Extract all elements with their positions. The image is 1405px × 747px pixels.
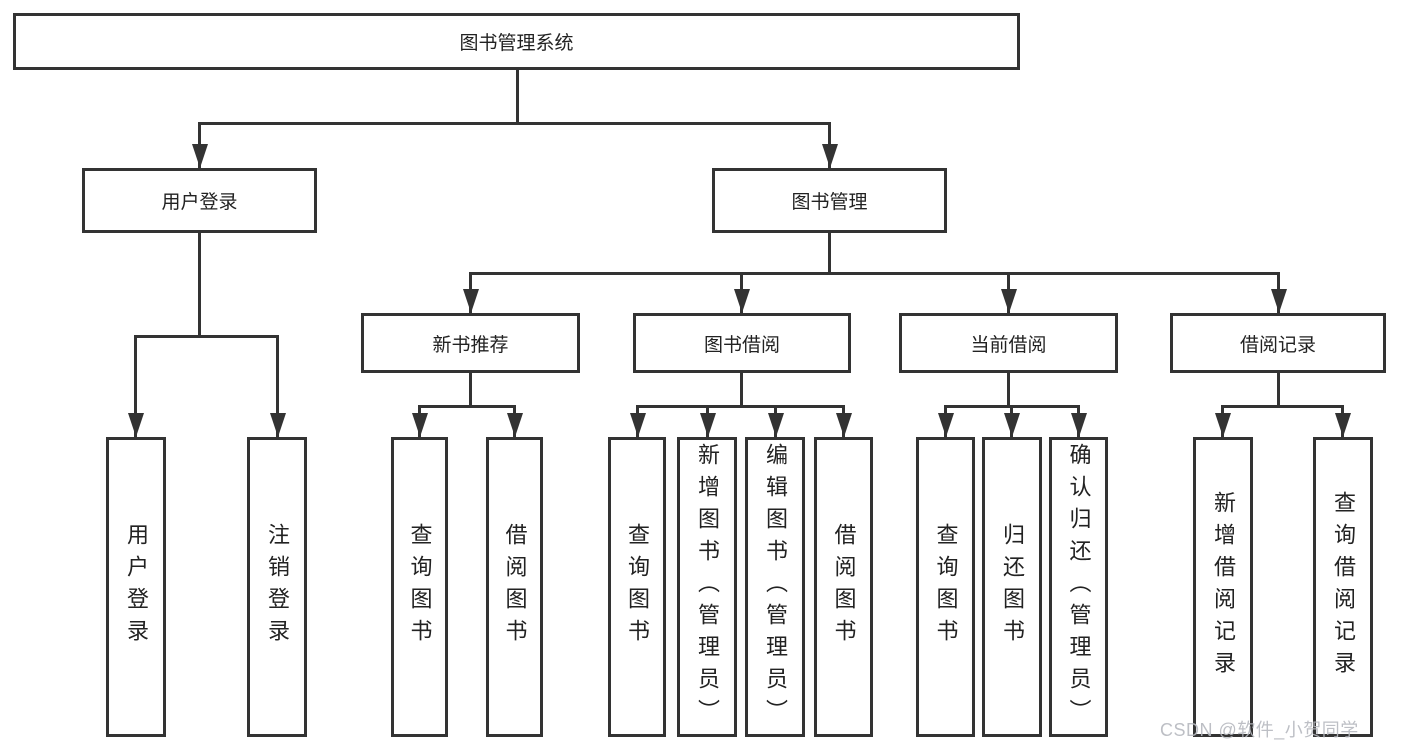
arrow-down-icon [270, 413, 286, 437]
connector-line [1277, 373, 1280, 405]
leaf-logout: 注销登录 [247, 437, 307, 737]
arrow-down-icon [822, 144, 838, 168]
arrow-down-icon [630, 413, 646, 437]
node-current-borrow: 当前借阅 [899, 313, 1118, 373]
connector-line [134, 335, 279, 338]
arrow-down-icon [1271, 289, 1287, 313]
arrow-down-icon [1215, 413, 1231, 437]
connector-line [276, 335, 279, 437]
connector-line [636, 405, 845, 408]
node-label: 图书管理 [791, 192, 868, 213]
leaf-label: 注销登录 [265, 523, 290, 651]
arrow-down-icon [700, 413, 716, 437]
arrow-down-icon [1071, 413, 1087, 437]
connector-line [198, 122, 831, 125]
arrow-down-icon [1001, 289, 1017, 313]
connector-line [418, 405, 516, 408]
arrow-down-icon [507, 413, 523, 437]
node-label: 用户登录 [161, 192, 238, 213]
arrow-down-icon [938, 413, 954, 437]
node-label: 借阅记录 [1239, 334, 1316, 356]
leaf-label: 新增图书（管理员） [695, 443, 720, 731]
leaf-edit-books-admin: 编辑图书（管理员） [745, 437, 805, 737]
leaf-query-borrow-record: 查询借阅记录 [1313, 437, 1373, 737]
node-label: 图书借阅 [703, 334, 780, 356]
leaf-label: 查询图书 [625, 523, 650, 651]
connector-line [469, 373, 472, 405]
leaf-query-books-current: 查询图书 [916, 437, 975, 737]
leaf-borrow-books-recommend: 借阅图书 [486, 437, 543, 737]
leaf-label: 借阅图书 [502, 523, 528, 651]
arrow-down-icon [128, 413, 144, 437]
leaf-add-borrow-record: 新增借阅记录 [1193, 437, 1253, 737]
arrow-down-icon [192, 144, 208, 168]
leaf-label: 确认归还（管理员） [1066, 443, 1092, 731]
connector-line [1007, 373, 1010, 405]
connector-line [516, 70, 519, 122]
node-borrow-records: 借阅记录 [1170, 313, 1386, 373]
leaf-add-books-admin: 新增图书（管理员） [677, 437, 737, 737]
node-user-login: 用户登录 [82, 168, 317, 233]
leaf-query-books-recommend: 查询图书 [391, 437, 448, 737]
arrow-down-icon [463, 289, 479, 313]
leaf-label: 查询图书 [407, 523, 433, 651]
node-label: 新书推荐 [432, 334, 509, 356]
node-label: 图书管理系统 [459, 33, 574, 54]
node-book-management: 图书管理 [712, 168, 947, 233]
connector-line [134, 335, 137, 437]
connector-line [198, 233, 201, 335]
leaf-borrow-books: 借阅图书 [814, 437, 873, 737]
leaf-label: 新增借阅记录 [1211, 491, 1236, 683]
arrow-down-icon [836, 413, 852, 437]
leaf-label: 借阅图书 [831, 523, 857, 651]
leaf-label: 归还图书 [1000, 523, 1025, 651]
leaf-label: 查询图书 [933, 523, 959, 651]
leaf-label: 用户登录 [124, 523, 149, 651]
node-new-book-recommend: 新书推荐 [361, 313, 580, 373]
arrow-down-icon [1004, 413, 1020, 437]
node-book-borrow: 图书借阅 [633, 313, 851, 373]
node-root-library-system: 图书管理系统 [13, 13, 1020, 70]
leaf-label: 查询借阅记录 [1331, 491, 1356, 683]
arrow-down-icon [734, 289, 750, 313]
connector-line [828, 233, 831, 272]
node-label: 当前借阅 [970, 334, 1047, 356]
connector-line [740, 373, 743, 405]
leaf-return-books: 归还图书 [982, 437, 1042, 737]
arrow-down-icon [768, 413, 784, 437]
leaf-query-books-borrow: 查询图书 [608, 437, 666, 737]
connector-line [1221, 405, 1344, 408]
leaf-confirm-return-admin: 确认归还（管理员） [1049, 437, 1108, 737]
leaf-user-login: 用户登录 [106, 437, 166, 737]
connector-line [469, 272, 1280, 275]
arrow-down-icon [1335, 413, 1351, 437]
leaf-label: 编辑图书（管理员） [763, 443, 788, 731]
csdn-watermark: CSDN @软件_小贺同学 [1160, 720, 1359, 740]
arrow-down-icon [412, 413, 428, 437]
